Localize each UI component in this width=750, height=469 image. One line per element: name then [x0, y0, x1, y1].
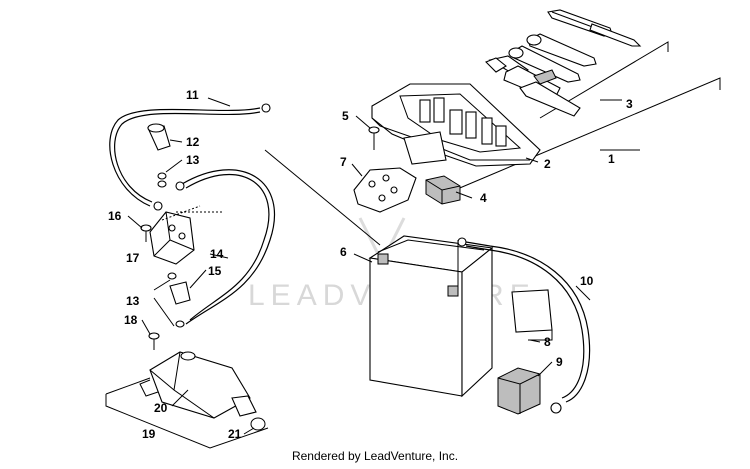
boot-part-15: [169, 281, 191, 305]
screw-part-5: [368, 126, 380, 150]
screw-part-18: [148, 332, 160, 350]
render-credit: Rendered by LeadVenture, Inc.: [291, 449, 459, 463]
tool-kit: [485, 9, 642, 117]
callout-20: 20: [154, 401, 168, 415]
o-ring-part-21: [250, 417, 266, 431]
pad-part-4: [425, 175, 461, 205]
callout-11: 11: [186, 88, 199, 102]
battery: [368, 235, 494, 398]
callout-6: 6: [340, 245, 347, 259]
nut-part-13: [157, 172, 185, 328]
foam-part-9: [497, 367, 541, 415]
callout-5: 5: [342, 109, 349, 123]
starter-motor-part-19: [139, 351, 257, 419]
callout-10: 10: [580, 274, 594, 288]
callout-3: 3: [626, 97, 633, 111]
callout-18: 18: [124, 313, 138, 327]
callout-2: 2: [544, 157, 551, 171]
callout-13-upper: 13: [186, 153, 200, 167]
boot-part-12: [147, 123, 171, 151]
battery-cable-part-11: [109, 103, 271, 211]
group-19-bracket: [105, 377, 269, 449]
callout-1: 1: [608, 152, 615, 166]
callout-9: 9: [556, 355, 563, 369]
bolt-part-16: [140, 224, 152, 242]
callout-19: 19: [142, 427, 156, 441]
callout-7: 7: [340, 155, 347, 169]
callout-16: 16: [108, 209, 122, 223]
callout-14: 14: [210, 247, 224, 261]
callout-17: 17: [126, 251, 140, 265]
callout-4: 4: [480, 191, 487, 205]
callouts: 1 2 3 4 5 6 7 8 9 10 11 12 13 14 15 16 1…: [108, 88, 633, 441]
tool-tray: [371, 83, 541, 167]
group-1-bracket: [264, 77, 721, 246]
bracket-plate-part-7: [353, 167, 417, 213]
solenoid-part-17: [149, 205, 222, 265]
plate-part-8: [511, 289, 553, 341]
group-3-bracket: [539, 41, 669, 119]
callout-8: 8: [544, 335, 551, 349]
leader-lines: [127, 97, 591, 435]
starter-cable-part-14: [175, 169, 276, 325]
battery-cable-part-10: [457, 237, 591, 414]
callout-12: 12: [186, 135, 200, 149]
callout-13-lower: 13: [126, 294, 140, 308]
callout-21: 21: [228, 427, 242, 441]
callout-15: 15: [208, 264, 222, 278]
